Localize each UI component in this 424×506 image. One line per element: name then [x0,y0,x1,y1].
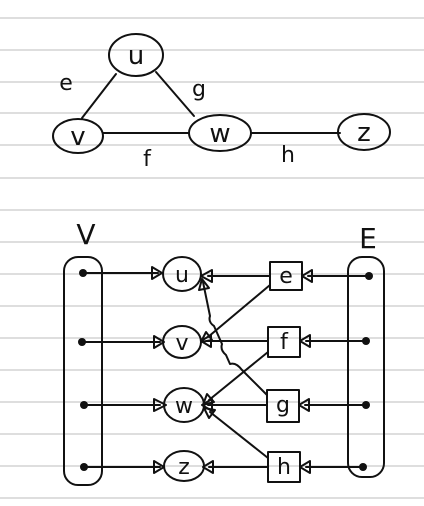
b-edge-g: g [266,389,300,423]
b-edge-h-label: h [277,455,291,480]
arrow-to-z [153,460,165,474]
b-node-u: u [162,256,202,292]
arrow-to-u [151,266,163,280]
b-node-w-label: w [175,394,193,419]
b-edge-f: f [267,326,301,358]
incidence-links [198,269,271,474]
b-node-v-label: v [175,331,188,356]
node-w: w [188,114,252,152]
v-set-label: V [76,218,95,251]
edge-rows [298,269,373,474]
e-set-label: E [359,222,377,255]
b-edge-e-label: e [279,264,293,289]
b-node-u-label: u [175,263,189,288]
node-z: z [337,113,391,151]
bipartite-diagram: V E u [63,218,385,486]
v-set-container [63,256,103,486]
b-edge-e: e [269,261,303,291]
b-node-z-label: z [178,455,190,480]
edge-boxes: e f g h [266,261,303,483]
b-node-w: w [163,387,205,423]
arrow-to-v [153,335,165,349]
edge-e-label: e [59,71,73,96]
b-edge-h: h [267,451,301,483]
edge-g-label: g [192,77,206,102]
vertex-rows [78,266,167,474]
node-u: u [108,33,164,77]
edge-g-line [155,71,195,117]
edge-f-label: f [143,147,152,172]
edge-e-line [81,73,117,119]
node-v: v [52,118,104,154]
node-z-label: z [357,118,371,148]
edge-h-label: h [281,143,295,168]
b-edge-g-label: g [276,393,290,418]
node-v-label: v [70,122,85,152]
node-w-label: w [209,119,230,149]
vertex-nodes: u v w z [162,256,205,482]
b-node-v: v [162,325,202,359]
b-edge-f-label: f [280,330,289,355]
e-set-container [347,256,385,478]
arrow-to-w [153,398,167,412]
node-u-label: u [128,41,144,71]
top-graph: u v w z e g f h [52,33,391,172]
